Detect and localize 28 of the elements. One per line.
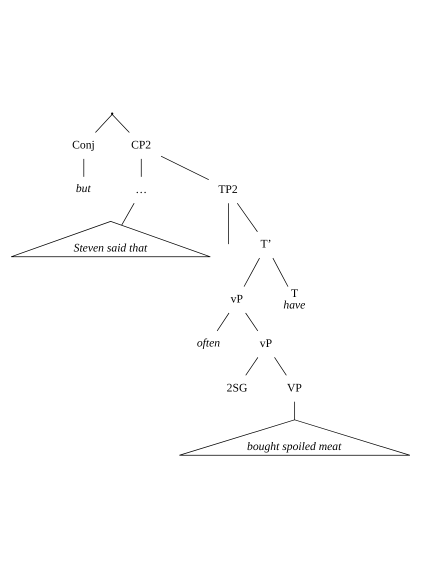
node-text: VP — [287, 380, 302, 394]
connector — [244, 257, 260, 286]
connector — [140, 158, 142, 177]
node-text: TP2 — [218, 182, 238, 196]
connector — [274, 356, 287, 376]
node-text: Conj — [72, 138, 95, 152]
connector — [228, 202, 229, 244]
connector — [245, 312, 258, 331]
node-text: … — [135, 182, 148, 196]
connector — [294, 400, 296, 420]
connector — [272, 257, 288, 286]
node-point — [111, 112, 114, 114]
connector — [112, 114, 130, 132]
node-text: 2SG — [226, 380, 248, 394]
connector — [83, 158, 84, 177]
node-text: but — [76, 182, 91, 195]
connector — [160, 155, 210, 180]
connector — [121, 202, 135, 225]
node-text: vP — [260, 336, 272, 350]
connector — [236, 202, 258, 232]
connector — [216, 312, 230, 331]
node-text: CP2 — [131, 138, 152, 152]
node-text: vP — [230, 292, 243, 306]
connector — [245, 356, 258, 376]
node-text: often — [196, 336, 220, 349]
connector — [95, 114, 112, 132]
node-text: T have — [283, 286, 306, 311]
node-text: T’ — [260, 237, 272, 250]
